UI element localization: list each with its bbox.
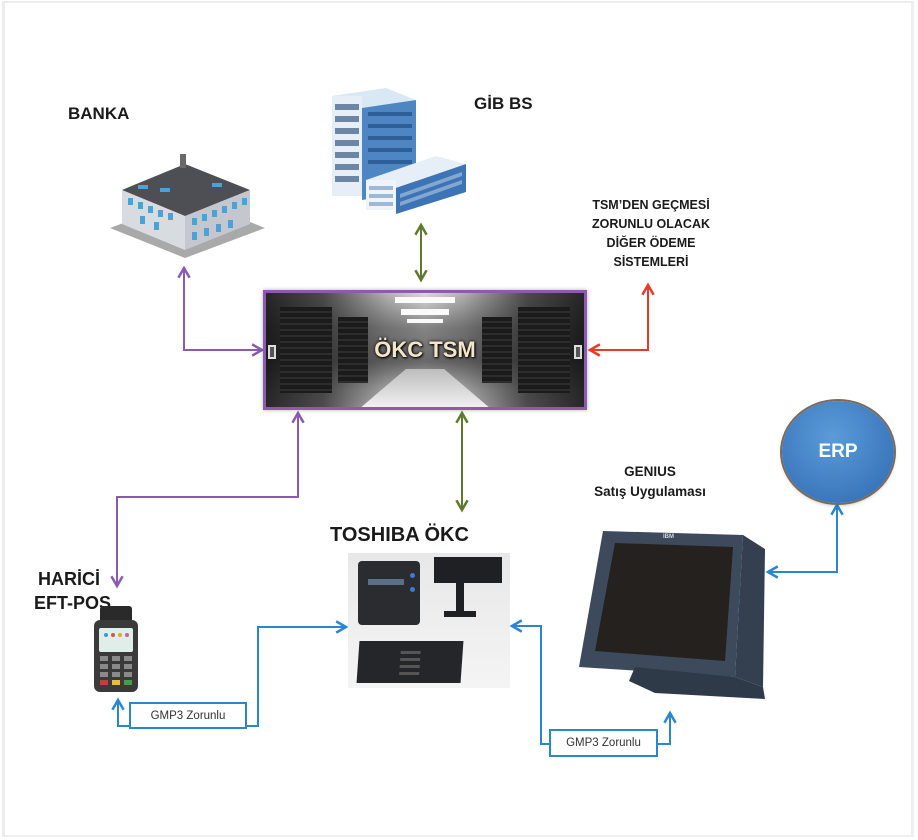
eftpos-label: HARİCİ EFT-POS [34, 567, 111, 615]
other-payments-line-2: ZORUNLU OLACAK [591, 217, 711, 231]
pos-terminal-device-image: IBM [575, 527, 770, 702]
gmp3-label-right: GMP3 Zorunlu [549, 729, 658, 757]
rack-handle-right [574, 345, 582, 359]
gib-building-icon [332, 88, 466, 214]
wire-other-tsm [587, 282, 655, 357]
banka-label: BANKA [68, 104, 130, 123]
other-payments-line-3: DİĞER ÖDEME [606, 236, 696, 250]
bank-building-icon [110, 154, 265, 258]
keyboard-icon [356, 641, 464, 683]
other-payments-line-1: TSM’DEN GEÇMESİ [592, 198, 710, 212]
wire-toshiba-genius [509, 619, 677, 745]
ceiling-light [401, 309, 449, 315]
okc-tsm-label: ÖKC TSM [374, 337, 476, 362]
display-stand [456, 583, 464, 613]
wire-eftpos-toshiba [111, 620, 349, 727]
terminal-brand-logo: IBM [663, 534, 674, 540]
ceiling-light [395, 297, 455, 303]
pos-monitor-icon [579, 531, 765, 699]
eftpos-terminal-icon [94, 606, 138, 692]
receipt-printer-icon [358, 561, 420, 625]
eftpos-label-line-2: EFT-POS [34, 593, 112, 613]
genius-label-line-1: GENIUS [624, 464, 676, 479]
customer-display-icon [434, 557, 502, 583]
display-base [444, 611, 476, 617]
okc-tsm-node: ÖKC TSM [263, 290, 587, 410]
toshiba-okc-label: TOSHIBA ÖKC [330, 524, 469, 546]
wire-genius-erp [765, 502, 844, 579]
corridor-floor [361, 369, 489, 407]
rack-handle-left [268, 345, 276, 359]
other-payments-line-4: SİSTEMLERİ [613, 255, 689, 269]
other-payment-systems-label: TSM’DEN GEÇMESİ ZORUNLU OLACAK DİĞER ÖDE… [570, 196, 732, 272]
eftpos-label-line-1: HARİCİ [38, 569, 100, 589]
genius-label-line-2: Satış Uygulaması [594, 484, 706, 499]
server-rack-right [518, 307, 570, 393]
erp-node: ERP [782, 401, 894, 503]
genius-label: GENIUS Satış Uygulaması [580, 462, 720, 502]
toshiba-okc-device-image [348, 553, 510, 688]
wire-tsm-eftpos [110, 410, 305, 589]
ceiling-light [407, 319, 443, 323]
gib-label: GİB BS [474, 94, 533, 113]
server-rack-left-inner [338, 317, 368, 383]
server-rack-left [280, 307, 332, 393]
gmp3-label-left: GMP3 Zorunlu [129, 702, 247, 729]
wire-banka-tsm [177, 265, 265, 357]
erp-label: ERP [818, 441, 858, 462]
server-rack-right-inner [482, 317, 512, 383]
